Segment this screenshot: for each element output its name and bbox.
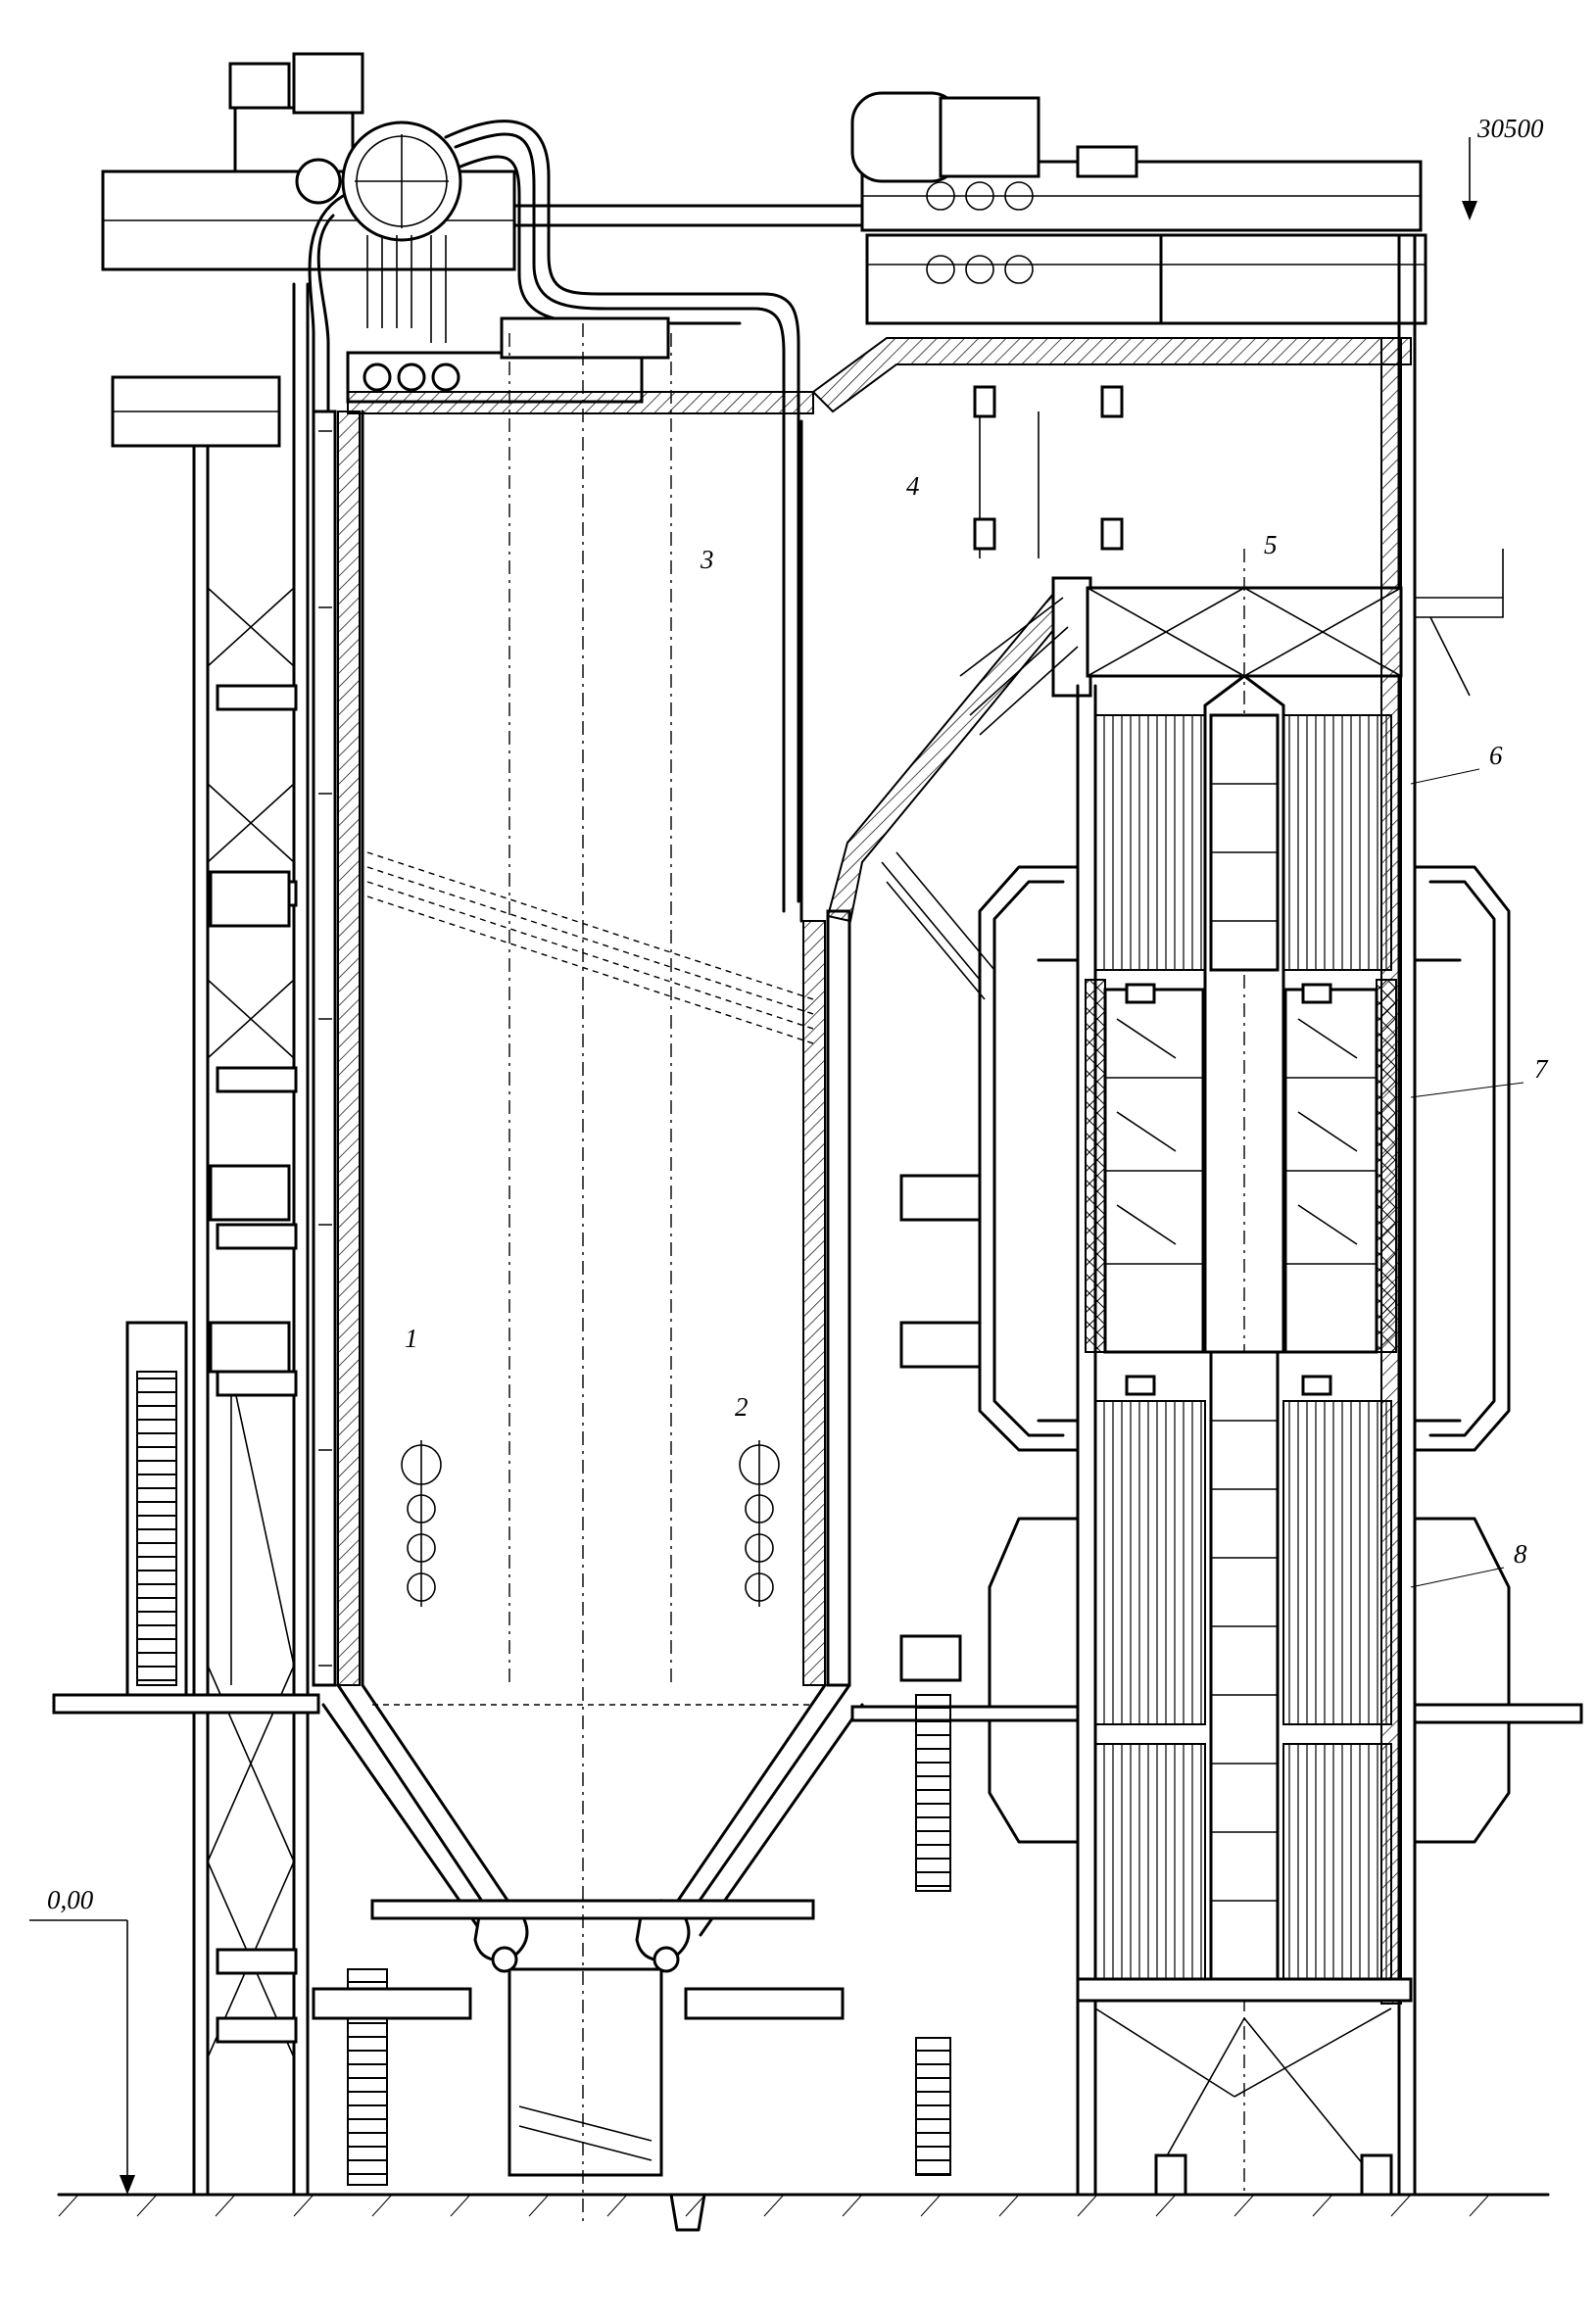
elevation-mark-ground: 0,00 [29,1885,135,2195]
ground-line [57,2193,1550,2232]
label-3: 3 [700,545,714,574]
label-7: 7 [1534,1054,1549,1084]
label-1: 1 [405,1324,418,1353]
gas-duct-transition [811,91,1412,2195]
elevation-mark-top: 30500 [1462,114,1544,220]
elevation-ground-label: 0,00 [47,1885,94,1914]
callout-labels: 1 2 3 4 5 6 7 8 [405,471,1549,1588]
left-steel-frame [52,282,388,2197]
furnace [312,316,864,2224]
elevation-top-label: 30500 [1476,114,1544,143]
label-5: 5 [1264,530,1278,559]
convective-shaft [850,337,1583,2197]
steam-drum [295,121,462,242]
ash-outlet [669,2193,706,2232]
riser-pipes [308,120,800,913]
label-6: 6 [1489,741,1503,770]
label-4: 4 [906,471,920,501]
label-8: 8 [1514,1539,1527,1569]
label-2: 2 [735,1392,749,1422]
